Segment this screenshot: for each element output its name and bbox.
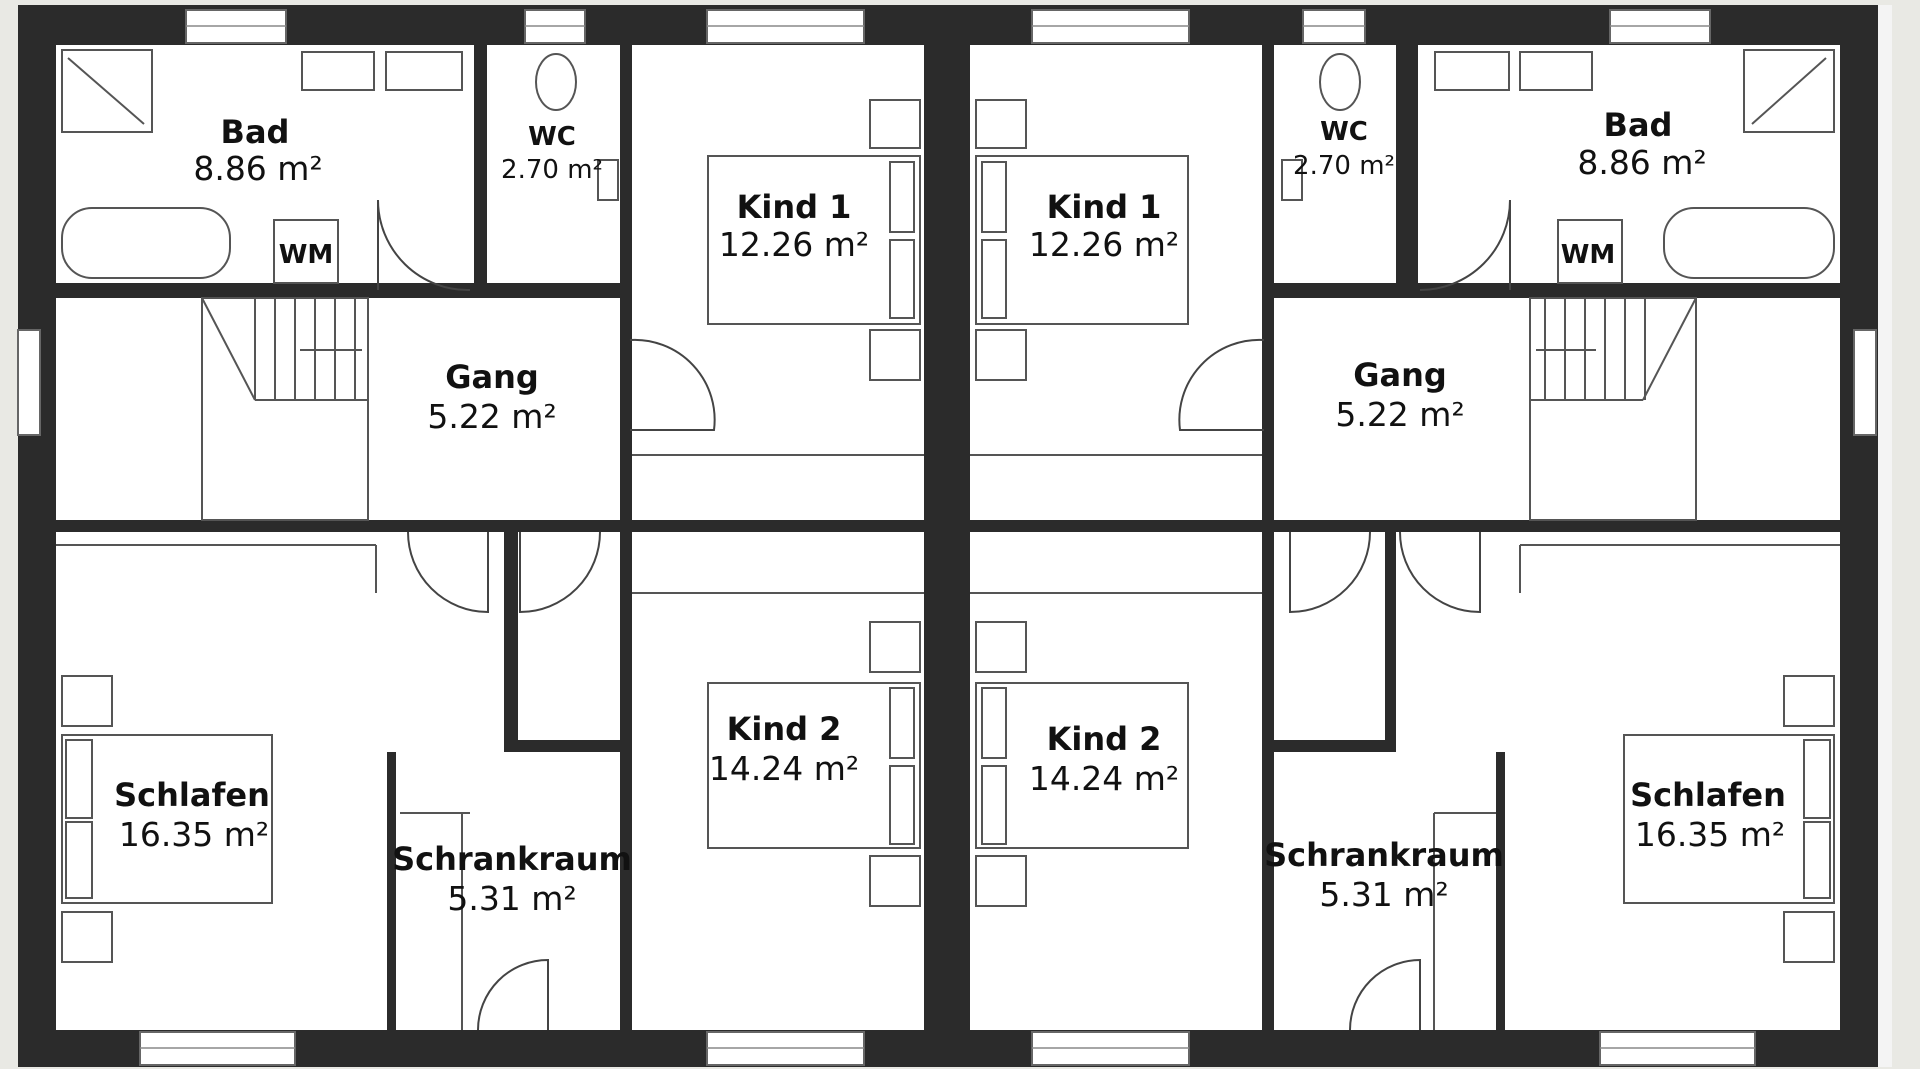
door-swing bbox=[1349, 958, 1421, 1031]
right-unit bbox=[970, 45, 1840, 1030]
labels: Bad 8.86 m² WM WC 2.70 m² Kind 1 12.26 m… bbox=[114, 106, 1786, 918]
bad-left-floor bbox=[56, 45, 476, 283]
schlafen-right-floor bbox=[1392, 532, 1840, 1030]
room-area-gang-right: 5.22 m² bbox=[1335, 395, 1464, 434]
bathtub-left bbox=[61, 207, 231, 279]
bed-kind2-right bbox=[975, 682, 1189, 849]
door-swing bbox=[1419, 199, 1511, 291]
room-area-schlafen-right: 16.35 m² bbox=[1635, 815, 1785, 854]
door-swing bbox=[407, 531, 489, 614]
shower-left bbox=[61, 49, 153, 133]
door-swing bbox=[519, 531, 601, 614]
room-area-bad-right: 8.86 m² bbox=[1577, 143, 1706, 182]
sink-left bbox=[301, 51, 375, 91]
room-area-kind1-right: 12.26 m² bbox=[1029, 225, 1179, 264]
door-swing bbox=[1178, 338, 1265, 431]
sink-right bbox=[1434, 51, 1510, 91]
room-name-gang-right: Gang bbox=[1353, 356, 1447, 394]
room-name-bad-right: Bad bbox=[1604, 106, 1673, 144]
room-name-gang-left: Gang bbox=[445, 358, 539, 396]
door-swing bbox=[477, 958, 549, 1031]
interior-walls bbox=[56, 45, 1840, 1030]
schrank-right-floor bbox=[1274, 532, 1388, 740]
room-area-kind2-left: 14.24 m² bbox=[709, 749, 859, 788]
room-name-kind2-left: Kind 2 bbox=[727, 710, 842, 748]
room-name-kind1-right: Kind 1 bbox=[1047, 188, 1162, 226]
sink-left-2 bbox=[385, 51, 463, 91]
room-area-schlafen-left: 16.35 m² bbox=[119, 815, 269, 854]
toilet-right bbox=[1319, 53, 1361, 111]
wc-right-floor bbox=[1274, 45, 1407, 283]
door-swing bbox=[1289, 531, 1371, 614]
bed-kind1-right bbox=[975, 155, 1189, 325]
bed-kind2-left bbox=[707, 682, 921, 849]
wm-label-left: WM bbox=[279, 240, 334, 270]
room-area-wc-right: 2.70 m² bbox=[1293, 151, 1395, 181]
room-area-gang-left: 5.22 m² bbox=[427, 397, 556, 436]
schrank-left-floor-b bbox=[396, 752, 620, 1030]
hall-right-floor bbox=[1274, 298, 1840, 520]
washing-machine-left bbox=[273, 219, 339, 284]
room-name-wc-right: WC bbox=[1320, 117, 1368, 147]
room-name-schrank-right: Schrankraum bbox=[1264, 836, 1504, 874]
room-area-schrank-right: 5.31 m² bbox=[1319, 875, 1448, 914]
room-name-schrank-left: Schrankraum bbox=[392, 840, 632, 878]
room-name-kind1-left: Kind 1 bbox=[737, 188, 852, 226]
room-name-bad-left: Bad bbox=[221, 113, 290, 151]
room-name-wc-left: WC bbox=[528, 122, 576, 152]
room-name-kind2-right: Kind 2 bbox=[1047, 720, 1162, 758]
schrank-left-floor bbox=[518, 532, 620, 740]
window bbox=[1853, 329, 1877, 436]
sink-right-2 bbox=[1519, 51, 1593, 91]
bathtub-right bbox=[1663, 207, 1835, 279]
door-swing bbox=[629, 338, 716, 431]
door-swing bbox=[1399, 531, 1481, 614]
room-area-kind2-right: 14.24 m² bbox=[1029, 759, 1179, 798]
kind1-left-floor bbox=[632, 45, 924, 520]
bed-schlafen-left bbox=[61, 734, 273, 904]
kind2-left-floor bbox=[632, 532, 924, 1030]
washing-machine-right bbox=[1557, 219, 1623, 284]
fixtures bbox=[56, 49, 924, 1030]
kind1-right-floor bbox=[970, 45, 1262, 520]
stairs-left bbox=[201, 297, 369, 521]
bad-right-floor bbox=[1418, 45, 1840, 283]
room-area-kind1-left: 12.26 m² bbox=[719, 225, 869, 264]
room-name-schlafen-right: Schlafen bbox=[1630, 776, 1786, 814]
hall-left-floor bbox=[56, 298, 620, 520]
room-area-wc-left: 2.70 m² bbox=[501, 155, 603, 185]
bed-schlafen-right bbox=[1623, 734, 1835, 904]
left-unit bbox=[56, 45, 924, 1030]
shower-right bbox=[1743, 49, 1835, 133]
room-area-schrank-left: 5.31 m² bbox=[447, 879, 576, 918]
door-swing bbox=[377, 199, 471, 292]
kind2-right-floor bbox=[970, 532, 1262, 1030]
bed-kind1-left bbox=[707, 155, 921, 325]
stairs-right bbox=[1529, 297, 1697, 521]
fixtures-right bbox=[970, 49, 1840, 1030]
room-name-schlafen-left: Schlafen bbox=[114, 776, 270, 814]
outer-wall-right-edge bbox=[1878, 5, 1892, 1067]
doors bbox=[377, 199, 1511, 1031]
room-area-bad-left: 8.86 m² bbox=[193, 149, 322, 188]
wm-label-right: WM bbox=[1561, 240, 1616, 270]
window bbox=[17, 329, 41, 436]
toilet-left bbox=[535, 53, 577, 111]
